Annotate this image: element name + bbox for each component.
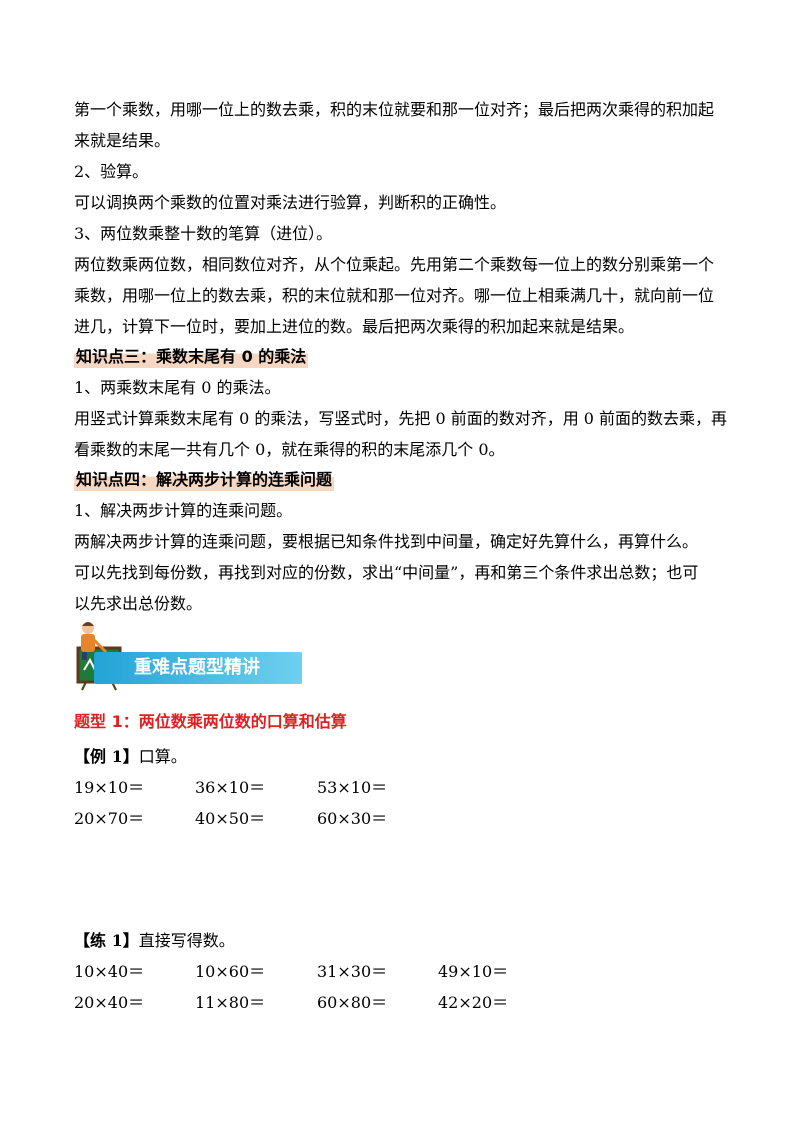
text-line: 可以先找到每份数，再找到对应的份数，求出“中间量”，再和第三个条件求出总数；也可 bbox=[74, 563, 699, 582]
text-line: 看乘数的末尾一共有几个 0，就在乘得的积的末尾添几个 0。 bbox=[74, 440, 505, 459]
text-line: 乘数，用哪一位上的数去乘，积的末位就和那一位对齐。哪一位上相乘满几十，就向前一位 bbox=[74, 286, 715, 305]
practice-problem: 49×10＝ bbox=[438, 962, 509, 981]
practice-problem: 11×80＝ bbox=[195, 993, 266, 1012]
text-line: 两位数乘两位数，相同数位对齐，从个位乘起。先用第二个乘数每一位上的数分别乘第一个 bbox=[74, 255, 715, 274]
text-line: 用竖式计算乘数末尾有 0 的乘法，写竖式时，先把 0 前面的数对齐，用 0 前面… bbox=[74, 409, 728, 428]
example-1-prompt: 【例 1】口算。 bbox=[74, 746, 187, 768]
text-line: 1、两乘数末尾有 0 的乘法。 bbox=[74, 378, 281, 397]
text-line: 以先求出总份数。 bbox=[74, 594, 203, 613]
text-line: 来就是结果。 bbox=[74, 131, 171, 150]
example-problem: 40×50＝ bbox=[195, 809, 266, 828]
knowledge-point-4-heading: 知识点四：解决两步计算的连乘问题 bbox=[74, 469, 335, 491]
example-problem: 53×10＝ bbox=[317, 778, 388, 797]
section-banner: 重难点题型精讲 bbox=[72, 618, 304, 692]
example-problem: 36×10＝ bbox=[195, 778, 266, 797]
example-tag: 【例 1】 bbox=[74, 747, 139, 766]
practice-problem: 10×40＝ bbox=[74, 962, 145, 981]
example-problem: 19×10＝ bbox=[74, 778, 145, 797]
practice-problem: 31×30＝ bbox=[317, 962, 388, 981]
practice-1-prompt: 【练 1】直接写得数。 bbox=[74, 930, 235, 952]
text-line: 2、验算。 bbox=[74, 162, 149, 181]
practice-tag: 【练 1】 bbox=[74, 931, 139, 950]
text-line: 1、解决两步计算的连乘问题。 bbox=[74, 501, 293, 520]
practice-problem: 42×20＝ bbox=[438, 993, 509, 1012]
practice-text: 直接写得数。 bbox=[138, 931, 235, 950]
banner-title: 重难点题型精讲 bbox=[134, 657, 260, 678]
text-line: 两解决两步计算的连乘问题，要根据已知条件找到中间量，确定好先算什么，再算什么。 bbox=[74, 532, 699, 551]
text-line: 可以调换两个乘数的位置对乘法进行验算，判断积的正确性。 bbox=[74, 193, 507, 212]
text-line: 进几，计算下一位时，要加上进位的数。最后把两次乘得的积加起来就是结果。 bbox=[74, 317, 635, 336]
banner-bar bbox=[94, 652, 302, 684]
text-line: 3、两位数乘整十数的笔算（进位）。 bbox=[74, 224, 333, 243]
knowledge-point-3-heading: 知识点三：乘数末尾有 0 的乘法 bbox=[74, 346, 309, 368]
practice-problem: 10×60＝ bbox=[195, 962, 266, 981]
example-problem: 60×30＝ bbox=[317, 809, 388, 828]
practice-problem: 60×80＝ bbox=[317, 993, 388, 1012]
example-problem: 20×70＝ bbox=[74, 809, 145, 828]
text-line: 第一个乘数，用哪一位上的数去乘，积的末位就要和那一位对齐；最后把两次乘得的积加起 bbox=[74, 100, 715, 119]
question-type-1-title: 题型 1：两位数乘两位数的口算和估算 bbox=[74, 712, 347, 731]
practice-problem: 20×40＝ bbox=[74, 993, 145, 1012]
example-text: 口算。 bbox=[138, 747, 187, 766]
